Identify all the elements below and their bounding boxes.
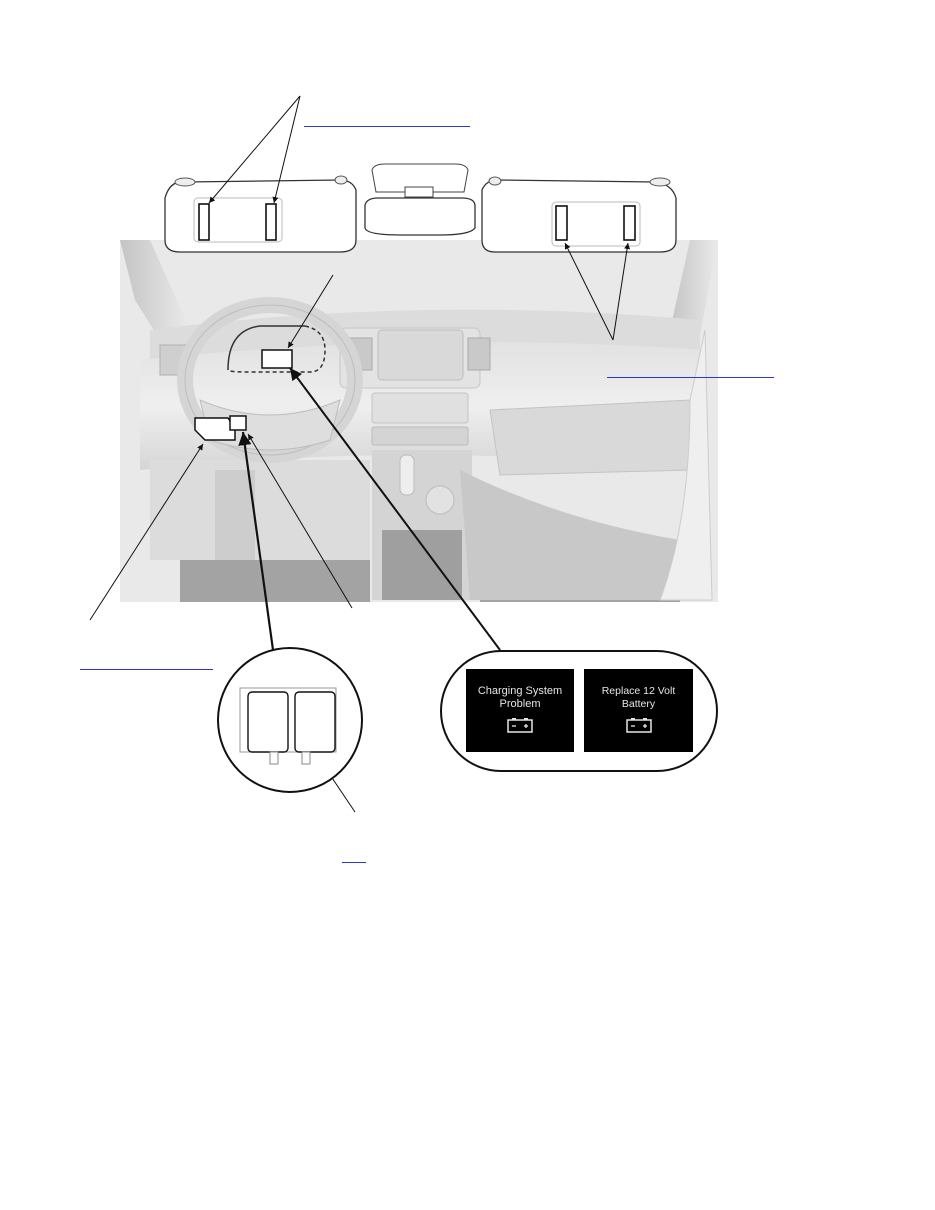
- fuse-box-marker: [194, 417, 236, 441]
- charging-system-message-panel: Charging System Problem: [466, 669, 574, 752]
- message-line-1: Replace 12 Volt Battery: [601, 685, 676, 710]
- battery-icon: [625, 718, 652, 733]
- message-line-1: Charging System: [477, 685, 563, 697]
- relay-detail-callout: [217, 647, 363, 793]
- dashboard-interior: [120, 240, 718, 602]
- message-line-2: Problem: [499, 698, 541, 710]
- cluster-label-marker: [261, 349, 293, 369]
- sun-visor-driver-link[interactable]: [304, 126, 470, 127]
- relay-link[interactable]: [342, 862, 366, 863]
- replace-battery-message-panel: Replace 12 Volt Battery: [584, 669, 693, 752]
- battery-icon: [507, 718, 533, 733]
- fuse-box-link[interactable]: [80, 669, 213, 670]
- relay-connector-icon: [247, 691, 289, 753]
- sun-visors: [164, 163, 677, 253]
- sun-visor-passenger-link[interactable]: [607, 377, 774, 378]
- leader-lines: [89, 95, 631, 813]
- relay-marker: [229, 415, 247, 431]
